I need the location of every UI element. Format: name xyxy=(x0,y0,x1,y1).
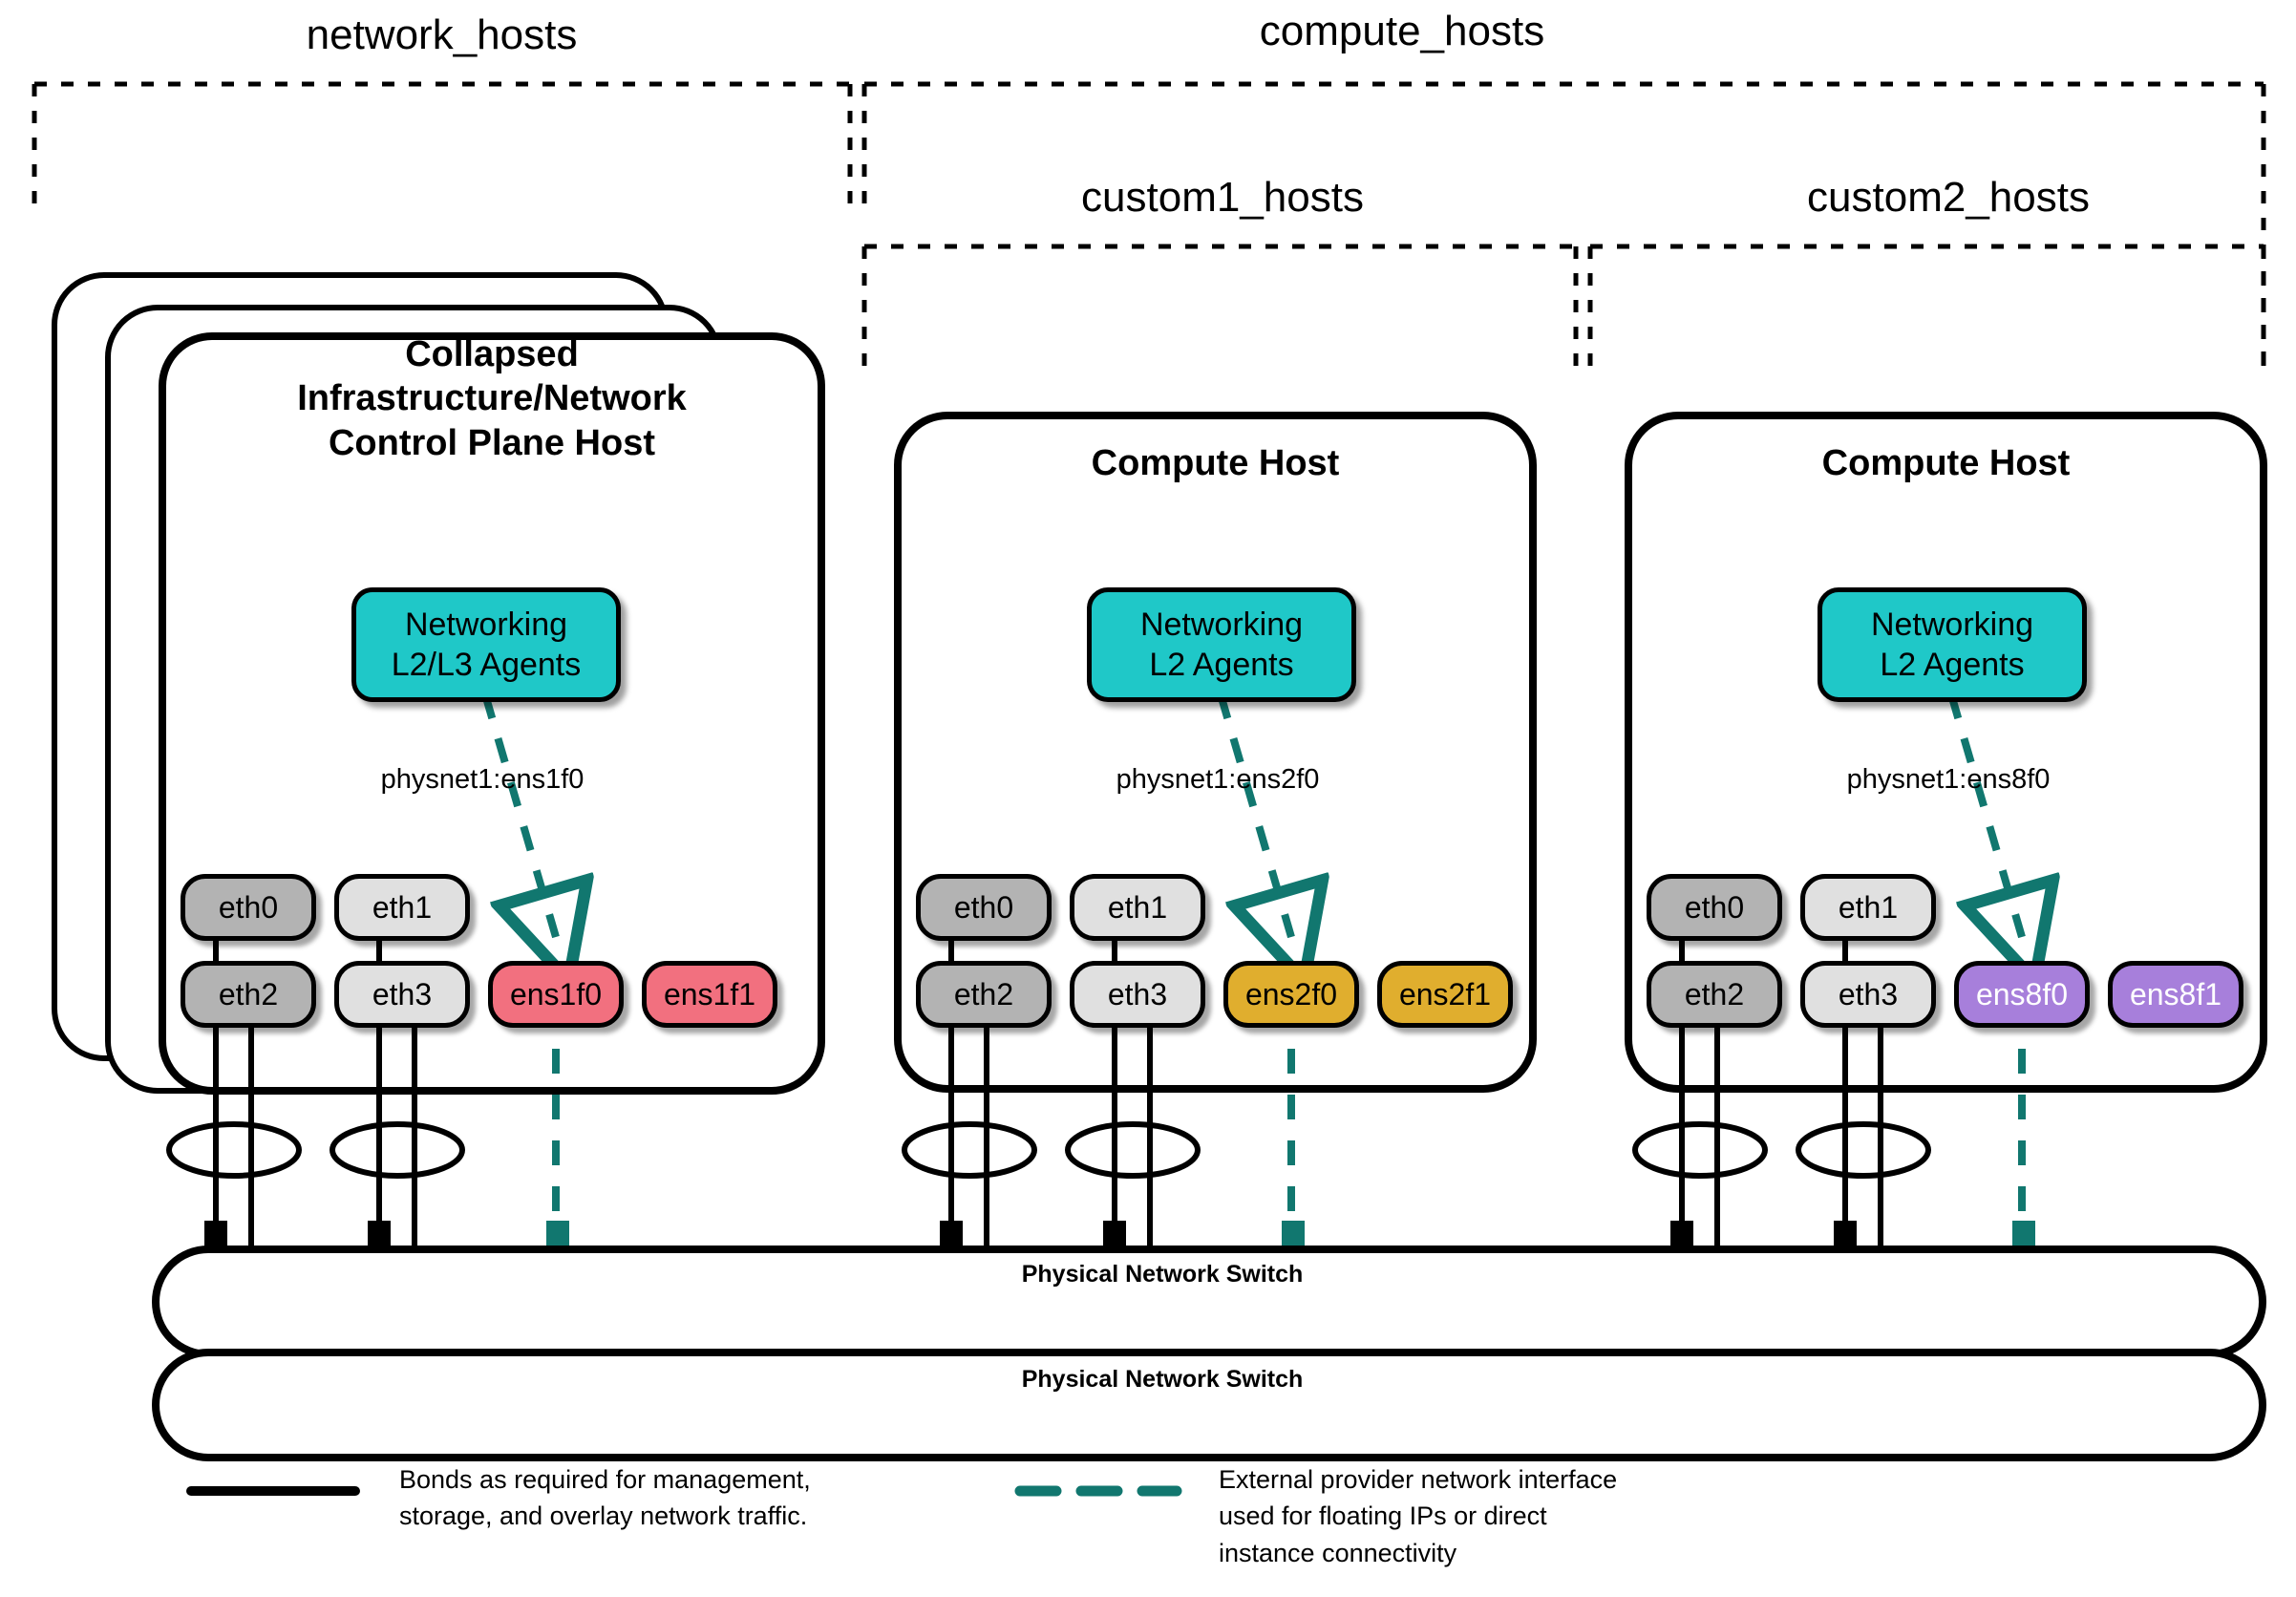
agent-box-compute-2[interactable]: Networking L2 Agents xyxy=(1818,587,2087,702)
nic-eth1-host-network[interactable]: eth1 xyxy=(334,874,470,941)
bond-ellipse-host-2-a xyxy=(902,1121,1037,1179)
nic-eth3-host-compute-2[interactable]: eth3 xyxy=(1800,961,1936,1028)
group-box-network-hosts xyxy=(32,81,853,215)
legend-text-external-provider: External provider network interface used… xyxy=(1219,1465,1618,1567)
bond-cables-host-3 xyxy=(1679,886,1883,1337)
nic-eth2-host-network[interactable]: eth2 xyxy=(181,961,316,1028)
legend-text-bonds: Bonds as required for management, storag… xyxy=(399,1465,811,1531)
nic-eth1-host-compute-1[interactable]: eth1 xyxy=(1070,874,1205,941)
bond-cables-host-1 xyxy=(213,886,417,1337)
group-label-compute-hosts: compute_hosts xyxy=(1259,8,1545,54)
physnet-label-compute-2: physnet1:ens8f0 xyxy=(1846,764,2051,795)
bond-ellipse-host-1-b xyxy=(330,1121,465,1179)
port-connectors-host-1 xyxy=(204,1221,426,1354)
physnet-label-compute-1: physnet1:ens2f0 xyxy=(1116,764,1320,795)
group-box-custom2-hosts xyxy=(1587,244,2266,374)
nic-eth3-host-network[interactable]: eth3 xyxy=(334,961,470,1028)
switch-label-top: Physical Network Switch xyxy=(1021,1261,1304,1288)
nic-eth1-host-compute-2[interactable]: eth1 xyxy=(1800,874,1936,941)
group-label-custom1-hosts: custom1_hosts xyxy=(1081,174,1364,221)
group-box-custom1-hosts xyxy=(861,244,1579,374)
group-box-compute-hosts xyxy=(861,81,2266,374)
host-title-compute-1: Compute Host xyxy=(1091,443,1340,483)
port-connectors-host-3 xyxy=(1670,1221,1892,1354)
switch-label-bottom: Physical Network Switch xyxy=(1021,1366,1304,1393)
bond-ellipse-host-2-b xyxy=(1065,1121,1201,1179)
agent-box-network[interactable]: Networking L2/L3 Agents xyxy=(351,587,621,702)
agent-box-compute-1[interactable]: Networking L2 Agents xyxy=(1087,587,1356,702)
nic-ens1f0-host-network[interactable]: ens1f0 xyxy=(488,961,624,1028)
nic-ens8f1-host-compute-2[interactable]: ens8f1 xyxy=(2108,961,2243,1028)
group-label-network-hosts: network_hosts xyxy=(306,11,578,58)
nic-eth3-host-compute-1[interactable]: eth3 xyxy=(1070,961,1205,1028)
nic-eth0-host-compute-2[interactable]: eth0 xyxy=(1647,874,1782,941)
nic-eth2-host-compute-2[interactable]: eth2 xyxy=(1647,961,1782,1028)
nic-ens1f1-host-network[interactable]: ens1f1 xyxy=(642,961,777,1028)
bond-ellipse-host-3-a xyxy=(1632,1121,1768,1179)
nic-eth0-host-network[interactable]: eth0 xyxy=(181,874,316,941)
nic-ens8f0-host-compute-2[interactable]: ens8f0 xyxy=(1954,961,2090,1028)
bond-ellipse-host-1-a xyxy=(166,1121,302,1179)
host-title-network: Collapsed Infrastructure/Network Control… xyxy=(297,334,687,463)
group-label-custom2-hosts: custom2_hosts xyxy=(1807,174,2090,221)
host-title-compute-2: Compute Host xyxy=(1821,443,2071,483)
nic-ens2f1-host-compute-1[interactable]: ens2f1 xyxy=(1377,961,1513,1028)
nic-eth2-host-compute-1[interactable]: eth2 xyxy=(916,961,1052,1028)
nic-ens2f0-host-compute-1[interactable]: ens2f0 xyxy=(1223,961,1359,1028)
bond-ellipse-host-3-b xyxy=(1796,1121,1931,1179)
nic-eth0-host-compute-1[interactable]: eth0 xyxy=(916,874,1052,941)
physnet-label-network: physnet1:ens1f0 xyxy=(380,764,585,795)
